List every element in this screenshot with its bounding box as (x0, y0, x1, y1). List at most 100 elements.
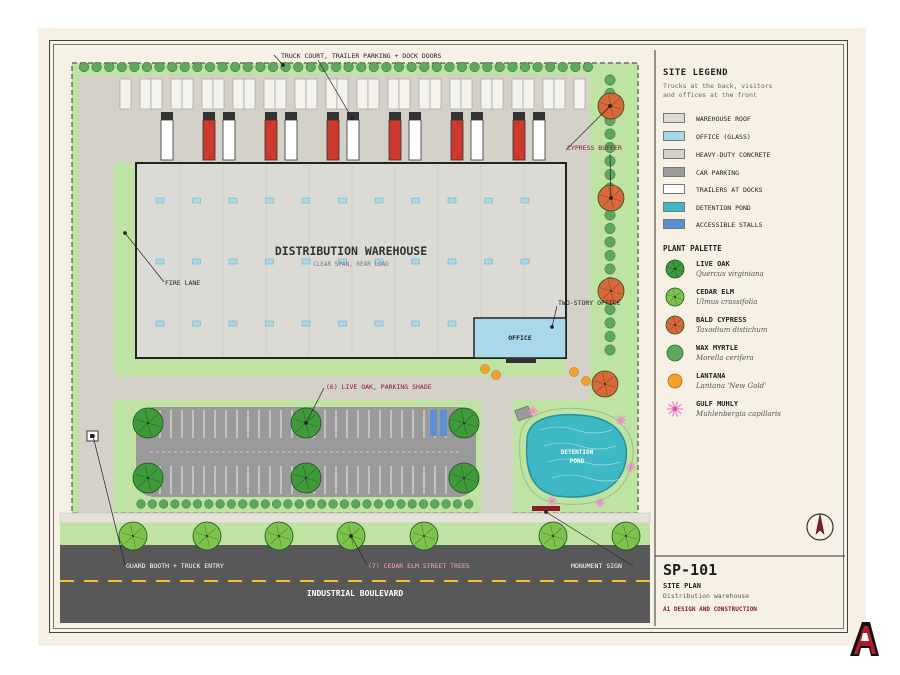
tree-branch (608, 280, 612, 292)
muhly-blade (620, 416, 625, 421)
tree-branch (147, 469, 158, 479)
legend-swatch (663, 167, 685, 177)
skylight (411, 197, 420, 204)
wax-myrtle-shrub (78, 61, 90, 73)
wax-myrtle-shrub (293, 61, 304, 73)
tree-trunk (463, 477, 465, 479)
leader-line (350, 535, 368, 566)
wax-myrtle-shrub (431, 61, 442, 73)
skylight (155, 258, 165, 265)
tree-branch (674, 324, 683, 328)
wax-myrtle-shrub (242, 61, 253, 73)
truck-cab (513, 112, 525, 120)
muhly-blade (532, 410, 537, 415)
wax-myrtle-shrub (305, 499, 316, 509)
truck-cab (203, 112, 215, 120)
wax-myrtle-shrub (136, 499, 146, 509)
tree-trunk (305, 477, 307, 479)
tree-branch (463, 414, 474, 424)
skylight (520, 258, 530, 265)
tree-branch (594, 380, 606, 385)
wax-myrtle-shrub (255, 61, 266, 73)
trailer-parking-stall (480, 78, 493, 110)
skylight (520, 197, 530, 204)
tree-branch (198, 535, 208, 545)
tree-branch (625, 527, 635, 537)
parking-stripes (150, 410, 462, 494)
tree-branch (135, 418, 149, 424)
tree-branch (667, 266, 676, 270)
trailer-parking-stall (294, 78, 307, 110)
industrial-boulevard (60, 545, 650, 623)
tree-branch (463, 477, 468, 491)
pond-ripples (539, 426, 625, 482)
tree-branch (305, 422, 319, 428)
trees (118, 92, 641, 551)
wax-myrtle-shrub (141, 61, 153, 73)
skylight (301, 258, 311, 265)
tree-branch (415, 535, 425, 545)
trailer-parking-stall (387, 78, 400, 110)
tree-branch (460, 410, 465, 424)
trailer-parking-stall (460, 78, 473, 110)
wax-myrtle-shrub (362, 499, 372, 509)
tree-branch (674, 319, 681, 326)
truck-cab (327, 112, 339, 120)
leader-dot (281, 63, 285, 67)
tree-branch (305, 469, 316, 479)
leader-dot (349, 534, 353, 538)
wax-myrtle-shrub (192, 61, 203, 73)
wax-myrtle-shrub (604, 317, 616, 329)
trailer-parking-stall (418, 78, 431, 110)
fire-lane (78, 75, 114, 545)
truck-cab (451, 112, 463, 120)
cedar-elm-tree (409, 521, 439, 551)
wax-myrtle-shrub (419, 61, 430, 73)
wax-myrtle-shrub (217, 61, 228, 73)
tree-trunk (423, 535, 425, 537)
tree-trunk (552, 535, 554, 537)
wax-myrtle-shrub (343, 61, 354, 73)
tree-branch (541, 532, 554, 537)
truck-cab (265, 112, 277, 120)
tree-branch (305, 422, 310, 436)
muhly-blade (548, 500, 553, 505)
pond-label-1: DETENTION (561, 449, 594, 456)
live-oak-tree (290, 462, 322, 494)
legend-label: DETENTION POND (696, 204, 751, 212)
pond-label-2: POND (570, 458, 585, 465)
tree-branch (610, 290, 614, 302)
legend-label: WAREHOUSE ROOF (696, 115, 751, 123)
plant-latin: Quercus virginiana (696, 270, 764, 278)
wax-myrtle-shrub (406, 61, 417, 73)
tree-branch (147, 414, 158, 424)
muhly-blade (599, 502, 604, 507)
tree-branch (302, 465, 307, 479)
tree-branch (276, 524, 280, 537)
callout-guard-booth: GUARD BOOTH + TRUCK ENTRY (126, 562, 224, 570)
legend-label: HEAVY-DUTY CONCRETE (696, 151, 771, 159)
truck-cab (471, 112, 483, 120)
sheet-title: SITE PLAN (663, 582, 701, 590)
callout-monument-sign: MONUMENT SIGN (571, 562, 622, 570)
tree-branch (604, 383, 608, 395)
trailer-parking-stall (139, 78, 152, 110)
muhly-blade (596, 499, 601, 504)
trailer-parking-stall (243, 78, 256, 110)
tree-branch (147, 422, 152, 436)
tree-branch (454, 422, 465, 432)
trailer-parking-stall (263, 78, 276, 110)
trailer-parking-stall (119, 78, 132, 110)
wax-myrtle-shrub (104, 61, 115, 73)
tree-branch (617, 535, 627, 545)
skylight (155, 320, 165, 327)
skylights (155, 197, 530, 327)
legend-swatch (663, 219, 685, 229)
wax-myrtle-shrub (154, 61, 165, 73)
trailer-parking-stall (522, 78, 535, 110)
wax-myrtle-shrub (570, 61, 581, 73)
wax-myrtle-shrub (452, 499, 462, 509)
bald-cypress-tree (591, 370, 619, 398)
wax-myrtle-shrub (604, 128, 616, 140)
